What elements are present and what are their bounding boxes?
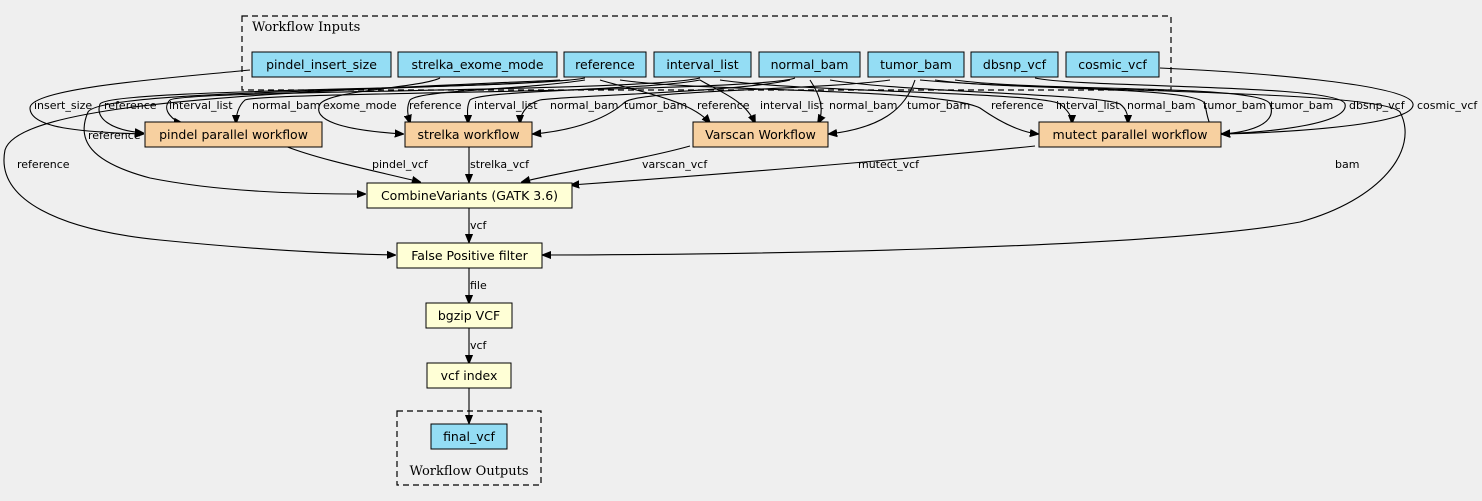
node-label: strelka workflow (417, 127, 519, 142)
edge-pindel-normal (236, 77, 796, 123)
node-label: cosmic_vcf (1078, 57, 1147, 72)
edge-mutect-vcf (571, 145, 1036, 185)
workflow-outputs-label: Workflow Outputs (410, 464, 529, 479)
node-label: tumor_bam (880, 57, 952, 72)
edge-varscan-interval (699, 79, 755, 123)
node-label: interval_list (666, 57, 738, 72)
edge-mutect-tumor-2 (954, 79, 1272, 134)
edge-label: varscan_vcf (642, 158, 708, 171)
edge-varscan-tumor (829, 79, 916, 134)
node-vcf-index[interactable]: vcf index (426, 362, 512, 389)
edge-fp-reference (3, 79, 561, 255)
node-tumor-bam[interactable]: tumor_bam (867, 51, 965, 78)
edge-insert-size (29, 69, 251, 134)
edge-label: interval_list (760, 99, 824, 112)
edge-label: bam (1335, 158, 1359, 171)
edge-label: interval_list (1056, 99, 1120, 112)
node-label: Varscan Workflow (705, 127, 816, 142)
node-label: reference (575, 57, 635, 72)
edge-cosmic (1159, 67, 1414, 134)
edge-label: tumor_bam (624, 99, 687, 112)
edge-label: insert_size (34, 99, 92, 112)
edge-label: reference (104, 99, 157, 112)
edge-label: cosmic_vcf (1417, 99, 1478, 112)
edge-exome-mode (318, 77, 441, 134)
output-nodes: final_vcf (430, 423, 508, 450)
edge-strelka-reference (408, 79, 586, 123)
edge-label: normal_bam (550, 99, 618, 112)
edge-dbsnp (1034, 77, 1346, 134)
node-bgzip-vcf[interactable]: bgzip VCF (425, 302, 513, 329)
node-label: vcf index (441, 368, 498, 383)
node-label: normal_bam (771, 57, 849, 72)
node-label: False Positive filter (411, 248, 528, 263)
edge-label: exome_mode (323, 99, 397, 112)
node-label: dbsnp_vcf (983, 57, 1047, 72)
input-nodes: pindel_insert_size strelka_exome_mode re… (251, 51, 1160, 78)
edge-varscan-vcf (522, 145, 691, 182)
edge-label: pindel_vcf (372, 158, 429, 171)
edge-mutect-interval (719, 79, 1072, 123)
node-normal-bam[interactable]: normal_bam (758, 51, 861, 78)
edge-label: interval_list (169, 99, 233, 112)
edge-varscan-normal (809, 79, 821, 123)
node-pindel-parallel-workflow[interactable]: pindel parallel workflow (144, 121, 323, 148)
edge-label: vcf (470, 339, 488, 352)
node-dbsnp-vcf[interactable]: dbsnp_vcf (970, 51, 1059, 78)
node-label: pindel_insert_size (266, 57, 377, 72)
edges (3, 67, 1414, 423)
subworkflow-nodes: pindel parallel workflow strelka workflo… (144, 121, 1222, 148)
edge-strelka-tumor (533, 79, 891, 134)
workflow-inputs-cluster: Workflow Inputs (241, 15, 1172, 91)
workflow-inputs-label: Workflow Inputs (252, 20, 360, 35)
edge-mutect-normal (829, 79, 1128, 123)
edge-label: normal_bam (1127, 99, 1195, 112)
node-label: CombineVariants (GATK 3.6) (381, 188, 558, 203)
node-interval-list[interactable]: interval_list (653, 51, 752, 78)
edge-label: vcf (470, 219, 488, 232)
edge-label: tumor_bam (1203, 99, 1266, 112)
node-final-vcf[interactable]: final_vcf (430, 423, 508, 450)
edge-label: tumor_bam (907, 99, 970, 112)
edge-pindel-vcf (284, 145, 420, 182)
edge-label: mutect_vcf (858, 158, 920, 171)
edge-strelka-interval (468, 79, 701, 123)
edge-mutect-reference (619, 79, 1038, 134)
node-label: bgzip VCF (438, 308, 500, 323)
node-varscan-workflow[interactable]: Varscan Workflow (692, 121, 829, 148)
node-false-positive-filter[interactable]: False Positive filter (396, 242, 543, 269)
node-mutect-parallel-workflow[interactable]: mutect parallel workflow (1038, 121, 1222, 148)
edge-label: reference (991, 99, 1044, 112)
edge-label: file (470, 279, 487, 292)
node-strelka-exome-mode[interactable]: strelka_exome_mode (397, 51, 558, 78)
edge-label: reference (697, 99, 750, 112)
node-pindel-insert-size[interactable]: pindel_insert_size (251, 51, 392, 78)
edge-strelka-normal (520, 79, 791, 123)
node-label: final_vcf (443, 429, 495, 444)
node-label: mutect parallel workflow (1053, 127, 1208, 142)
node-label: pindel parallel workflow (159, 127, 308, 142)
edge-label: strelka_vcf (470, 158, 530, 171)
node-combine-variants[interactable]: CombineVariants (GATK 3.6) (366, 182, 573, 209)
node-cosmic-vcf[interactable]: cosmic_vcf (1065, 51, 1160, 78)
edge-label: dbsnp_vcf (1349, 99, 1406, 112)
edge-labels: insert_size reference interval_list norm… (17, 99, 1478, 352)
edge-label: tumor_bam (1270, 99, 1333, 112)
step-nodes: CombineVariants (GATK 3.6) False Positiv… (366, 182, 573, 389)
edge-label: reference (17, 158, 70, 171)
edge-label: normal_bam (252, 99, 320, 112)
node-label: strelka_exome_mode (411, 57, 543, 72)
edge-label: normal_bam (829, 99, 897, 112)
edge-label: reference (88, 129, 141, 142)
edge-label: reference (409, 99, 462, 112)
node-reference[interactable]: reference (563, 51, 647, 78)
edge-varscan-reference (599, 79, 710, 123)
node-strelka-workflow[interactable]: strelka workflow (404, 121, 533, 148)
edge-fp-bam (543, 79, 1406, 255)
edge-label: interval_list (474, 99, 538, 112)
